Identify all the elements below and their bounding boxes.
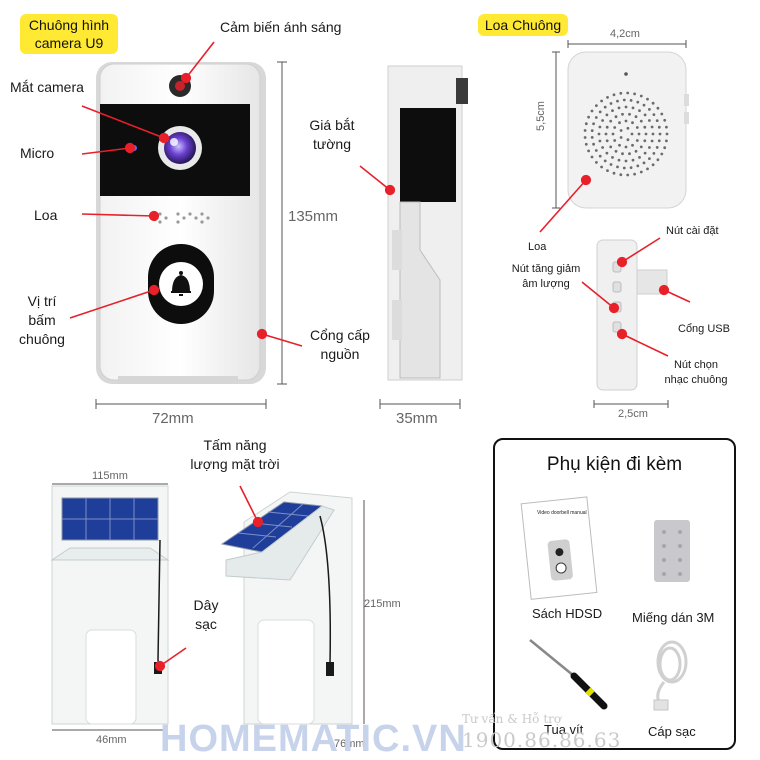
chime-tag: Loa Chuông xyxy=(478,14,568,36)
ringtone-button-label: Nút chọn nhạc chuông xyxy=(664,359,728,386)
sticker-label: Miếng dán 3M xyxy=(632,610,715,625)
speaker-grille-icon xyxy=(158,212,210,224)
accessories-title: Phụ kiện đi kèm xyxy=(546,454,683,475)
solar-base-side-dim: 76mm xyxy=(334,738,365,750)
solar-width-dim: 115mm xyxy=(92,470,128,482)
chime-front xyxy=(567,51,689,209)
manual-label: Sách HDSD xyxy=(532,606,603,621)
doorbell-tag: Chuông hình camera U9 xyxy=(20,14,118,54)
bell-position-label: Vị trí bấm chuông xyxy=(19,293,65,347)
chime-side xyxy=(596,239,668,391)
light-sensor-label: Cảm biến ánh sáng xyxy=(220,19,342,35)
chime-speaker-label: Loa xyxy=(528,241,547,253)
dimension-lines xyxy=(52,40,687,731)
chime-depth-dim: 2,5cm xyxy=(618,408,648,420)
bell-icon xyxy=(171,274,191,296)
doorbell-side xyxy=(387,65,468,381)
cable-label: Cáp sạc xyxy=(648,724,696,739)
usb-port-label: Cổng USB xyxy=(678,323,730,335)
speaker-label: Loa xyxy=(34,207,58,223)
settings-button-label: Nút cài đặt xyxy=(666,225,719,237)
brand-watermark: HOMEMATIC.VN xyxy=(160,718,467,760)
support-watermark: Tư vấn & Hỗ trợ xyxy=(462,712,562,726)
solar-height-dim: 215mm xyxy=(364,598,401,610)
doorbell-height-dim: 135mm xyxy=(288,208,339,225)
solar-mount-front xyxy=(50,485,170,725)
doorbell-front xyxy=(96,62,266,384)
phone-watermark: 1900.86.86.63 xyxy=(462,728,622,752)
wall-mount-label: Giá bắt tường xyxy=(309,117,355,152)
chime-width-dim: 4,2cm xyxy=(610,28,640,40)
side-depth-dim: 35mm xyxy=(396,410,438,427)
accessories-box: Phụ kiện đi kèm xyxy=(493,438,736,750)
cable-icon xyxy=(656,640,688,705)
solar-mount-side xyxy=(220,491,353,725)
chime-height-dim: 5,5cm xyxy=(534,101,547,131)
screwdriver-label: Tua vít xyxy=(544,722,584,737)
micro-label: Micro xyxy=(20,145,55,161)
screwdriver-icon xyxy=(529,639,608,710)
manual-caption: Video doorbell manual xyxy=(537,510,587,516)
manual-icon xyxy=(520,496,598,600)
camera-lens-icon xyxy=(164,132,196,164)
camera-eye-label: Mắt camera xyxy=(10,79,84,95)
sticker-icon xyxy=(654,520,690,582)
pointer-arrows xyxy=(69,41,691,672)
solar-base-dim: 46mm xyxy=(96,734,127,746)
charge-cable-label: Dây sạc xyxy=(193,597,219,632)
solar-panel-label: Tấm năng lượng mặt trời xyxy=(190,437,280,472)
volume-button-label: Nút tăng giảm âm lượng xyxy=(511,263,581,290)
power-port-label: Cổng cấp nguồn xyxy=(310,327,370,362)
accessory-drawings xyxy=(520,496,690,711)
doorbell-width-dim: 72mm xyxy=(152,410,194,427)
chime-speaker-grille-icon xyxy=(583,91,669,177)
microphone-icon xyxy=(131,145,137,151)
